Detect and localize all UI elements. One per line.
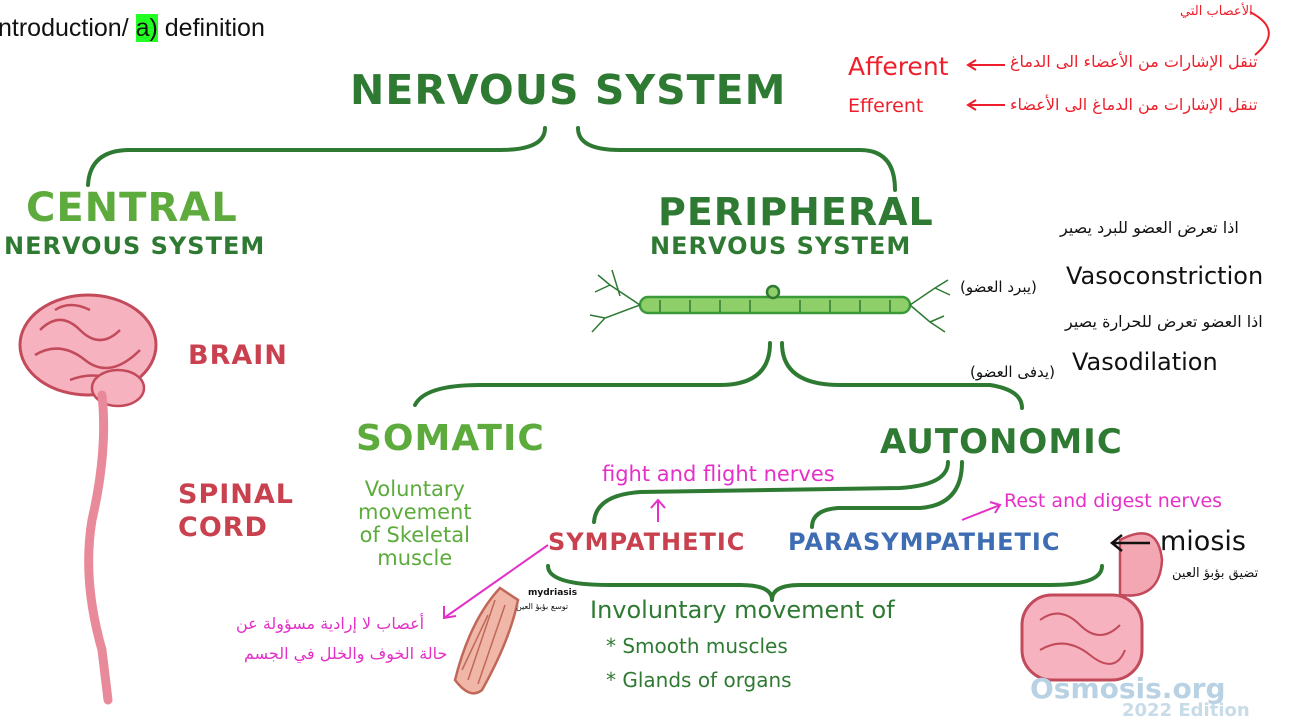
miosis-label: miosis bbox=[1160, 526, 1246, 557]
heading-highlight: a) bbox=[136, 14, 158, 42]
afferent-arabic-top: الأعصاب التي bbox=[1180, 4, 1253, 19]
sympathetic-arabic-2: حالة الخوف والخلل في الجسم bbox=[244, 644, 447, 663]
miosis-arabic: تضيق بؤبؤ العين bbox=[1172, 566, 1258, 581]
neuron-icon bbox=[590, 270, 950, 332]
vaso-arabic-2b: (يدفى العضو) bbox=[970, 363, 1055, 381]
involuntary-item-glands: * Glands of organs bbox=[606, 668, 792, 692]
somatic-desc-line1: Voluntary bbox=[358, 478, 472, 501]
label-sympathetic: SYMPATHETIC bbox=[548, 528, 745, 556]
mydriasis-label: mydriasis bbox=[528, 588, 577, 598]
heading-prefix: ntroduction/ bbox=[0, 14, 136, 42]
title-peripheral-sub: NERVOUS SYSTEM bbox=[650, 232, 911, 260]
afferent-label: Afferent bbox=[848, 52, 948, 81]
label-brain: BRAIN bbox=[188, 340, 288, 371]
brace-involuntary bbox=[548, 566, 1102, 600]
brain-icon bbox=[20, 295, 156, 406]
title-somatic: SOMATIC bbox=[356, 418, 545, 459]
somatic-desc-line2: movement bbox=[358, 501, 472, 524]
vasodilation-label: Vasodilation bbox=[1072, 348, 1218, 376]
title-nervous-system: NERVOUS SYSTEM bbox=[350, 66, 786, 114]
title-central-sub: NERVOUS SYSTEM bbox=[4, 232, 265, 260]
brace-somatic bbox=[415, 343, 770, 405]
arrow-rest bbox=[962, 502, 1000, 520]
rest-annotation: Rest and digest nerves bbox=[1004, 490, 1222, 512]
vaso-arabic-1: اذا تعرض العضو للبرد يصير bbox=[1060, 218, 1239, 237]
arrow-efferent bbox=[968, 100, 1005, 110]
involuntary-item-smooth: * Smooth muscles bbox=[606, 634, 788, 658]
section-heading: ntroduction/ a) definition bbox=[0, 14, 265, 43]
label-cord: CORD bbox=[178, 512, 268, 543]
sympathetic-arabic-1: أعصاب لا إرادية مسؤولة عن bbox=[236, 614, 424, 633]
somatic-desc: Voluntary movement of Skeletal muscle bbox=[358, 478, 472, 570]
somatic-desc-line3: of Skeletal bbox=[358, 524, 472, 547]
somatic-desc-line4: muscle bbox=[358, 547, 472, 570]
vasoconstriction-label: Vasoconstriction bbox=[1066, 262, 1263, 290]
efferent-arabic: تنقل الإشارات من الدماغ الى الأعضاء bbox=[1010, 95, 1258, 114]
efferent-label: Efferent bbox=[848, 95, 923, 117]
mydriasis-arabic: توسع بؤبؤ العين bbox=[516, 602, 568, 611]
brace-peripheral bbox=[578, 128, 895, 190]
spinal-cord-icon bbox=[89, 395, 108, 700]
involuntary-heading: Involuntary movement of bbox=[590, 596, 895, 624]
arrow-fight bbox=[651, 500, 665, 522]
watermark-edition: 2022 Edition bbox=[1122, 700, 1250, 721]
vaso-arabic-1b: (يبرد العضو) bbox=[960, 278, 1037, 296]
heading-suffix: definition bbox=[158, 14, 265, 42]
title-peripheral: PERIPHERAL bbox=[658, 190, 934, 234]
afferent-arabic: تنقل الإشارات من الأعضاء الى الدماغ bbox=[1010, 52, 1258, 71]
vaso-arabic-2: اذا العضو تعرض للحرارة يصير bbox=[1065, 312, 1263, 331]
title-central: CENTRAL bbox=[26, 185, 238, 231]
arrow-afferent bbox=[968, 60, 1005, 70]
label-spinal: SPINAL bbox=[178, 479, 294, 510]
label-parasympathetic: PARASYMPATHETIC bbox=[788, 528, 1060, 556]
title-autonomic: AUTONOMIC bbox=[880, 422, 1123, 462]
fight-annotation: fight and flight nerves bbox=[602, 462, 835, 486]
brace-central bbox=[88, 128, 545, 185]
